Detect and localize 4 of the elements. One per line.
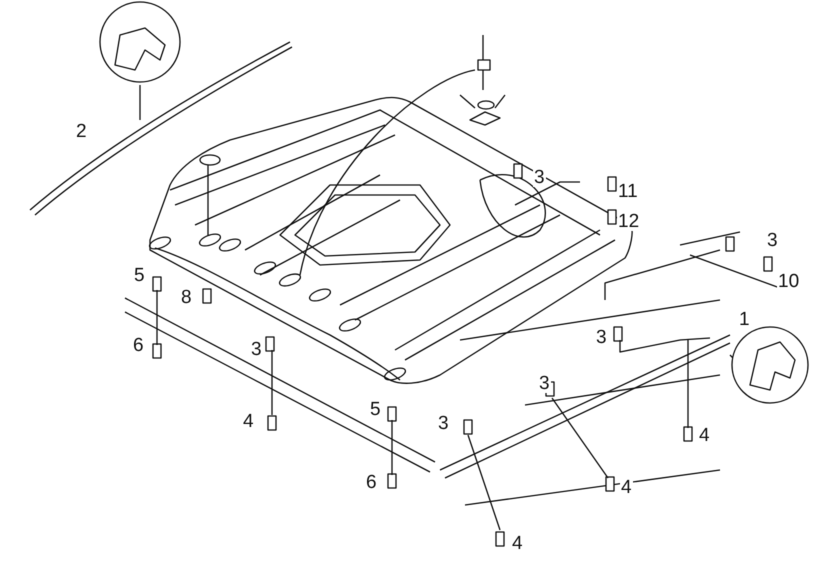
callout-number: 3 xyxy=(533,168,546,187)
callout-number: 3 xyxy=(538,374,551,393)
callout-number: 12 xyxy=(617,212,640,231)
callout-number: 10 xyxy=(777,272,800,291)
